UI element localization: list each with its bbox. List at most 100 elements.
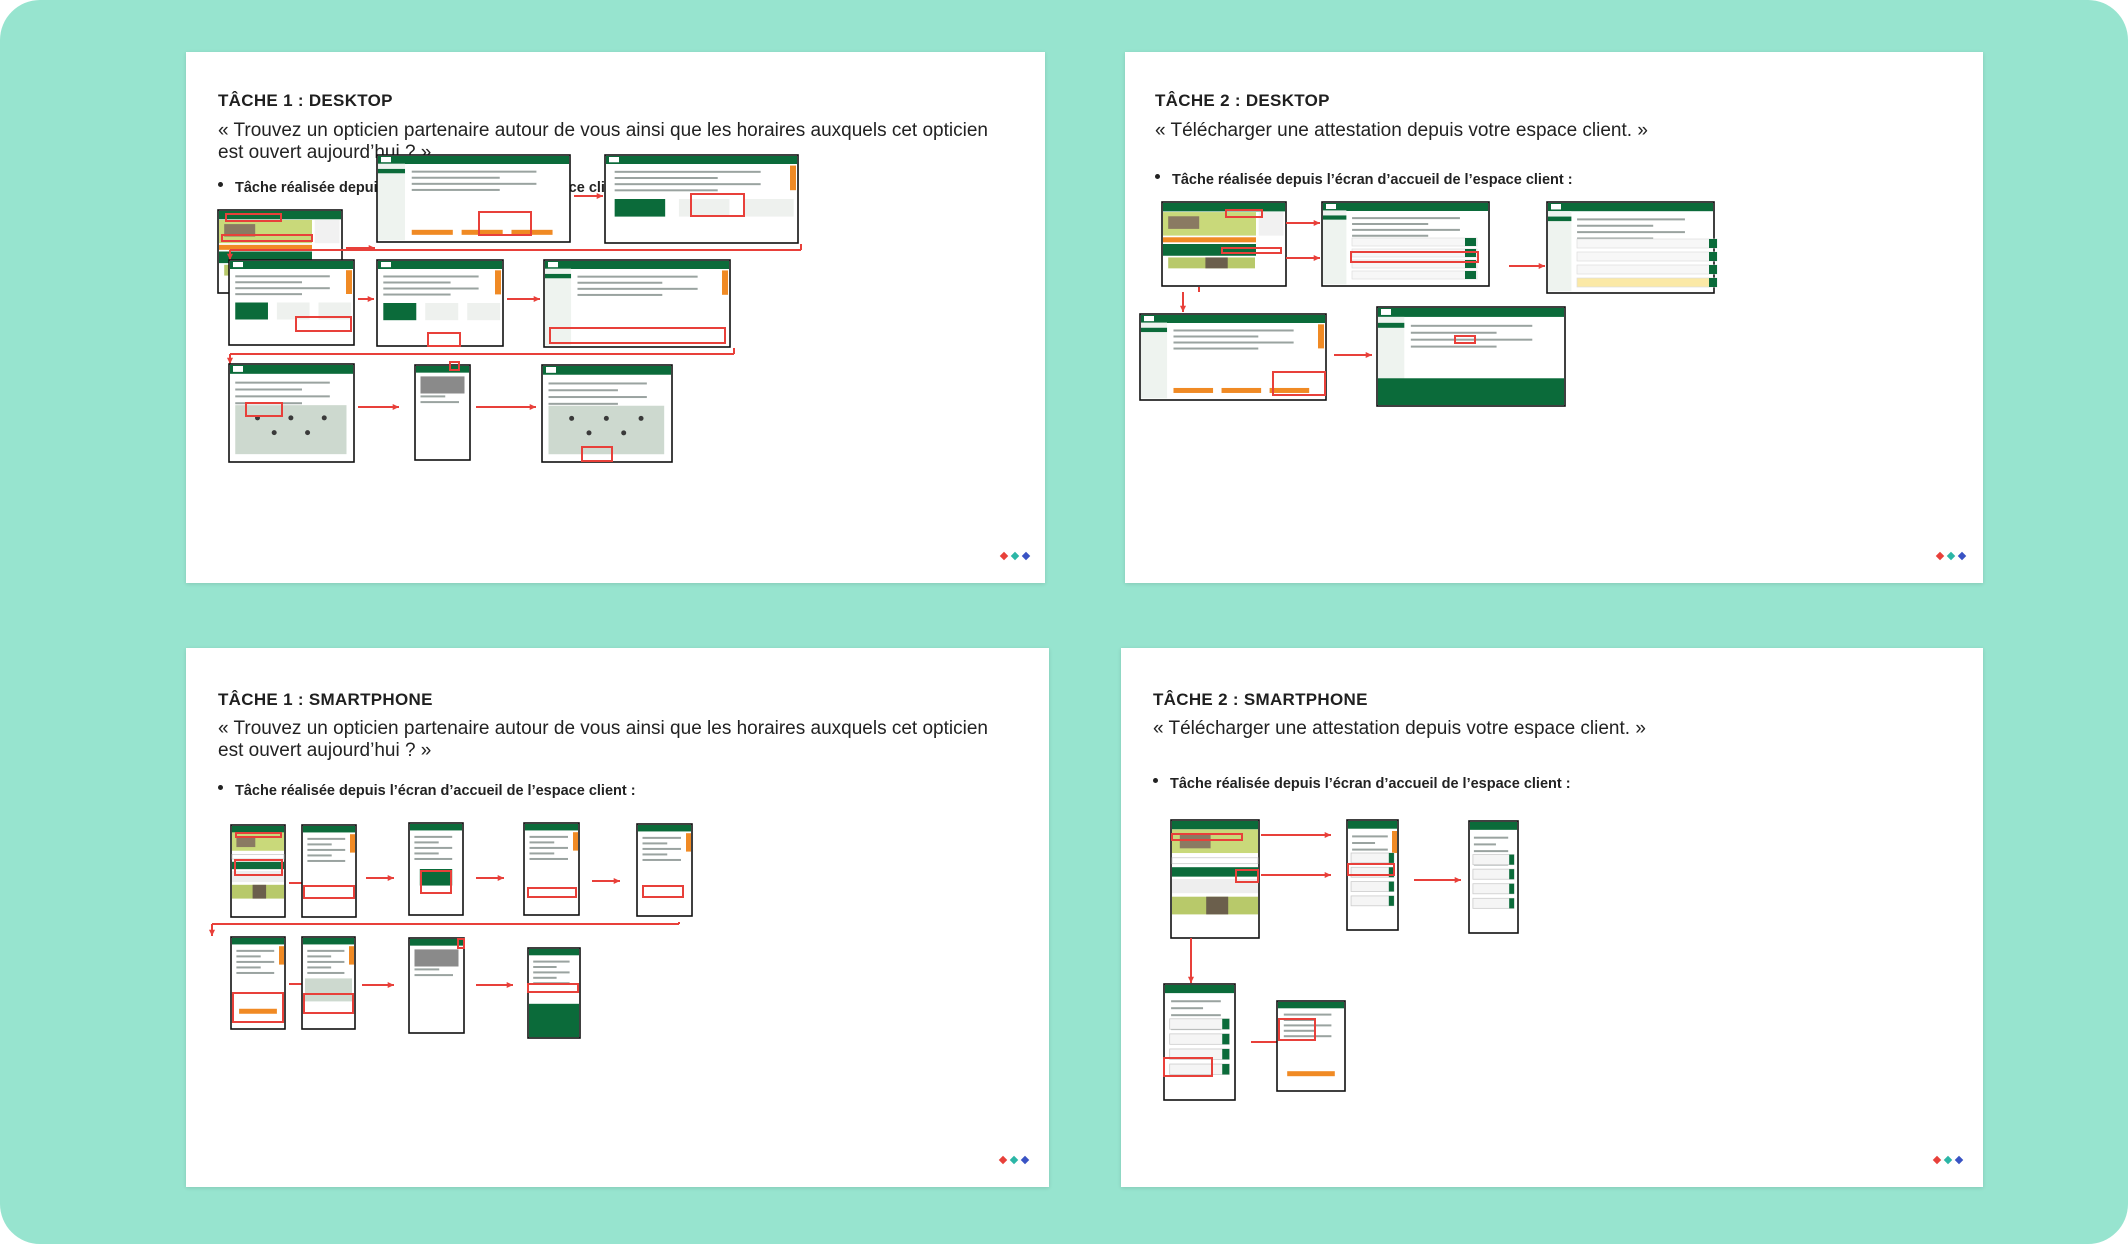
attestation-download — [1465, 260, 1476, 268]
phone-text-line — [642, 836, 681, 839]
phone-list-chevron — [1509, 883, 1515, 894]
phone-text-line — [642, 842, 668, 845]
bullet-dot — [218, 784, 223, 790]
arrow-head — [387, 874, 394, 882]
map-pin — [621, 430, 627, 436]
map-pin — [586, 430, 592, 436]
phone-text-line — [533, 960, 570, 963]
highlight-box — [427, 332, 461, 347]
screenshot-tile — [276, 302, 310, 320]
arrow-head — [226, 357, 234, 364]
slide-title: TÂCHE 2 : DESKTOP — [1155, 91, 1330, 110]
phone-text-line — [414, 841, 439, 844]
screenshot-text-line — [1410, 331, 1497, 334]
screenshot-tile — [614, 199, 666, 217]
phone-side-tab — [279, 946, 284, 965]
screenshot-text-line — [1352, 234, 1429, 237]
screenshot-header — [1323, 203, 1488, 211]
home-side-panel — [314, 219, 340, 244]
screenshot-text-line — [614, 177, 718, 179]
highlight-box — [245, 402, 283, 417]
screenshot-tile — [743, 199, 794, 217]
attestation-row — [1576, 238, 1718, 249]
phone-text-line — [420, 401, 459, 404]
screenshot-orange-button — [411, 229, 453, 235]
bullet-dot — [1153, 777, 1158, 783]
screenshot-header — [1141, 315, 1325, 323]
map-pin — [288, 415, 294, 421]
home-green-strip — [219, 251, 312, 264]
screenshot-tile — [235, 302, 268, 320]
phone-text-line — [236, 966, 261, 969]
highlight-box — [225, 213, 282, 222]
phone-side-tab — [573, 832, 578, 851]
sidebar-active-item — [1141, 327, 1168, 333]
task-bullet: Tâche réalisée depuis l’écran d’accueil … — [218, 783, 636, 799]
sidebar-active-item — [378, 168, 406, 174]
phone-text-line — [642, 858, 681, 861]
bullet-text: Tâche réalisée depuis l’écran d’accueil … — [1172, 172, 1573, 188]
flow-diagram — [1163, 819, 1519, 1101]
screenshot-orange-button — [1173, 387, 1214, 393]
phone-text-line — [1283, 1029, 1315, 1032]
arrow-head — [506, 981, 513, 989]
sidebar-active-item — [1378, 322, 1405, 328]
screenshot-text-line — [235, 395, 330, 398]
home-green-strip — [1163, 244, 1256, 256]
phone-header — [1165, 985, 1234, 994]
attestation-download — [1465, 271, 1476, 279]
phone-screenshot — [301, 824, 357, 918]
screenshot-header — [543, 366, 671, 375]
screenshot-logo — [546, 367, 556, 373]
home-banner-photo — [1168, 216, 1200, 229]
phone-header — [529, 949, 579, 956]
brand-dots — [1932, 1155, 1964, 1165]
screenshot-side-tab — [722, 270, 728, 295]
attestation-download — [1465, 238, 1476, 246]
phone-list-chevron — [1509, 854, 1515, 865]
screenshot-sidebar — [1548, 211, 1572, 292]
screenshot-tile — [678, 199, 730, 217]
screenshot-sidebar — [545, 268, 572, 346]
screenshot-tile — [318, 302, 352, 320]
highlight-box — [303, 993, 354, 1014]
bullet-dot — [218, 181, 223, 187]
screenshot-text-line — [1410, 338, 1533, 341]
highlight-box — [449, 361, 460, 371]
phone-text-line — [414, 968, 440, 971]
phone-text-line — [236, 955, 261, 958]
phone-text-line — [307, 848, 346, 851]
phone-text-line — [307, 960, 345, 963]
screenshot-text-line — [548, 396, 647, 399]
arrow-head — [1313, 219, 1320, 227]
task-quote: « Télécharger une attestation depuis vot… — [1153, 718, 1646, 739]
phone-content — [232, 871, 284, 883]
phone-header — [410, 824, 462, 831]
sidebar-active-item — [1323, 215, 1347, 220]
phone-text-line — [1473, 843, 1496, 846]
screenshot-tile — [383, 303, 417, 321]
phone-green-tile — [419, 869, 453, 886]
screenshot-logo — [1381, 309, 1391, 315]
phone-banner-photo — [1179, 834, 1211, 849]
arrow-head — [367, 295, 374, 303]
highlight-box — [1235, 869, 1259, 883]
phone-text-line — [307, 949, 345, 952]
screenshot-text-line — [1352, 223, 1429, 225]
screenshot-text-line — [577, 287, 698, 290]
phone-header — [1470, 822, 1517, 830]
screenshot-header — [1548, 203, 1713, 212]
screenshot-header — [545, 261, 729, 269]
highlight-box — [527, 887, 577, 898]
screenshot-text-line — [1352, 217, 1460, 220]
brand-dots — [1935, 551, 1967, 561]
home-orange-strip — [219, 244, 312, 250]
highlight-box — [303, 885, 355, 899]
phone-text-line — [1171, 1007, 1204, 1010]
phone-text-line — [1171, 1000, 1221, 1003]
phone-side-tab — [1392, 831, 1397, 853]
attestation-download — [1709, 265, 1717, 274]
phone-header — [416, 366, 469, 373]
arrow-head — [497, 874, 504, 882]
screenshot-logo — [1144, 316, 1154, 322]
